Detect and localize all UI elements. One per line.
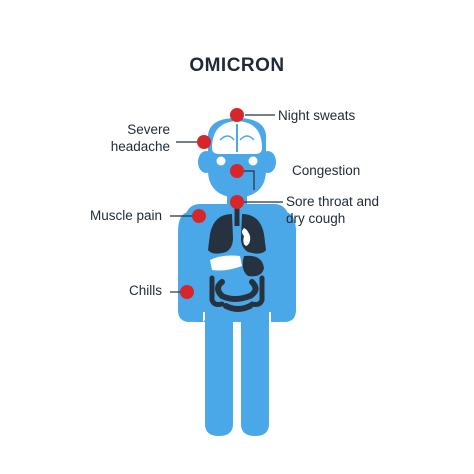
marker-chills	[180, 285, 194, 299]
left-lung	[208, 214, 233, 254]
heart	[242, 228, 251, 246]
marker-night-sweats	[230, 108, 244, 122]
label-severe-headache: Severe headache	[98, 121, 170, 155]
right-arm	[272, 212, 296, 322]
label-severe-headache-line2: headache	[110, 139, 170, 154]
right-leg	[241, 312, 269, 436]
symptom-markers	[180, 108, 244, 299]
label-muscle-pain: Muscle pain	[90, 208, 163, 223]
left-ear	[198, 151, 214, 173]
left-leg	[205, 312, 233, 436]
intestines	[215, 279, 259, 312]
left-eye	[216, 156, 226, 166]
left-arm	[178, 212, 202, 322]
leader-lines	[170, 114, 283, 293]
marker-sore-throat	[230, 195, 244, 209]
label-chills: Chills	[129, 283, 163, 298]
liver	[210, 255, 242, 271]
label-sore-throat: Sore throat and dry cough	[286, 193, 379, 227]
marker-severe-headache	[197, 135, 211, 149]
diagram-title: OMICRON	[189, 55, 285, 76]
label-severe-headache-line1: Severe	[127, 122, 170, 137]
label-congestion: Congestion	[292, 163, 361, 178]
right-eye	[248, 156, 258, 166]
right-ear	[260, 151, 276, 173]
marker-congestion	[230, 164, 244, 178]
label-sore-throat-line1: Sore throat and	[286, 194, 380, 209]
marker-muscle-pain	[192, 209, 206, 223]
label-night-sweats: Night sweats	[278, 108, 356, 123]
trachea	[234, 202, 240, 226]
label-sore-throat-line2: dry cough	[286, 211, 346, 226]
stomach	[242, 255, 264, 277]
